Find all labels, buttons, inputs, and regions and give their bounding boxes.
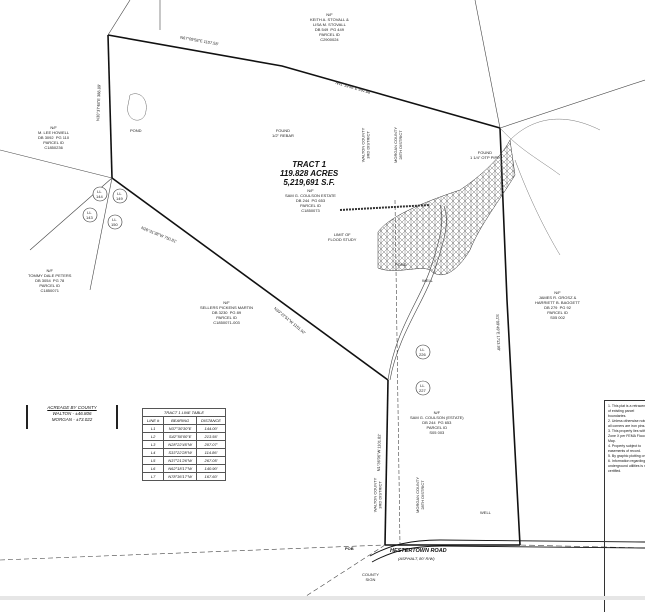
found-rebar-label: FOUND 1/2" REBAR [272, 128, 294, 138]
pob-label: POB [345, 546, 354, 551]
land-lot-label: LL 227 [419, 383, 426, 393]
cell: N37°21'26"W [163, 456, 198, 465]
cell: N28°22'45"W [163, 440, 198, 449]
tract-acres: 119.828 ACRES [280, 169, 339, 178]
flood-study-label: LIMIT OF FLOOD STUDY [328, 232, 357, 242]
cell: 144.00' [196, 424, 226, 433]
adjoiner-sellers: N/F SELLERS PICKENS MARTIN DB 3230 PG 89… [200, 300, 254, 325]
land-lot-label: LL 143 [86, 210, 93, 220]
bottom-scroll-strip [0, 596, 645, 600]
land-lot-label: LL 226 [419, 347, 426, 357]
adjoiner-stovall: N/F KEITH A. STOVALL & LISA M. STOVALL D… [310, 12, 349, 42]
cell: 167.60' [196, 472, 226, 481]
cell: L4 [141, 448, 165, 457]
well-label: WELL [480, 510, 491, 515]
land-lot-label: LL 149 [116, 191, 123, 201]
tract-owner: N/F SAM G. COULSON ESTATE DB 244 PG 653 … [285, 188, 336, 213]
adjoiner-james: N/F JAMES R. GROSZ & HARRIETT B. BAGGETT… [535, 290, 581, 320]
land-lot-label: LL 150 [111, 217, 118, 227]
acreage-row: MORGAN - ±73.022 [51, 417, 93, 422]
cell: N62°18'17"W [163, 464, 198, 473]
pond-outline [127, 93, 147, 121]
walton-county-label: WALTON COUNTY 3RD DISTRICT [372, 477, 383, 513]
adjoiner-coulson: N/F SAM G. COULSON (ESTATE) DB 244 PG 65… [410, 410, 464, 435]
road-surface: (ASPHALT, 80' R/W) [398, 556, 435, 561]
cell: 213.56' [196, 432, 226, 441]
line-table: TRACT 1 LINE TABLE LINE # BEARING DISTAN… [141, 408, 226, 481]
cell: 267.05' [196, 456, 226, 465]
cell: 140.90' [196, 464, 226, 473]
road-name: HESTERTOWN ROAD [390, 548, 447, 554]
acreage-by-county: ACREAGE BY COUNTY WALTON - ±46.806 MORGA… [26, 405, 118, 429]
tract-sqft: 5,219,691 S.F. [283, 178, 335, 187]
cell: L5 [141, 456, 165, 465]
adjoiner-lee: N/F M. LEE HOWELL DB 3092 PG 110 PARCEL … [38, 125, 70, 150]
county-sign-label: COUNTY SIGN [362, 572, 379, 582]
cell: 207.07' [196, 440, 226, 449]
tract-name: TRACT 1 [292, 160, 327, 169]
line-table-header: BEARING [163, 416, 198, 425]
cell: N78°36'17"W [163, 472, 198, 481]
cell: S33°22'28"W [163, 448, 198, 457]
cell: L2 [141, 432, 165, 441]
cell: L7 [141, 472, 165, 481]
cell: N37°30'30"E [163, 424, 198, 433]
cell: 114.86' [196, 448, 226, 457]
pond-label: POND [130, 128, 142, 133]
cell: L6 [141, 464, 165, 473]
line-table-title: TRACT 1 LINE TABLE [142, 408, 226, 417]
cell: L3 [141, 440, 165, 449]
bearing-label: N1°36'06"W 1101.82' [375, 433, 382, 472]
land-lot-label: LL 144 [96, 189, 103, 199]
morgan-county-label: MORGAN COUNTY 28TH DISTRICT [415, 477, 425, 513]
pond-label: POND [395, 262, 407, 267]
flood-zone-hatch [377, 139, 516, 275]
well-label: WELL [422, 278, 433, 283]
road-hestertown [369, 539, 645, 563]
acreage-row: WALTON - ±46.806 [52, 411, 92, 416]
creek-lines [499, 118, 601, 256]
adjoiner-tommy: N/F TOMMY DALE PETERS DB 3054 PG 78 PARC… [28, 268, 72, 293]
walton-county-label: WALTON COUNTY 3RD DISTRICT [360, 127, 371, 163]
limit-of-flood-study-line [339, 204, 431, 211]
land-lot-markers [82, 186, 431, 396]
survey-notes: 1. This plat is a retracement of existin… [604, 400, 645, 612]
cell: L1 [141, 424, 165, 433]
line-table-header: DISTANCE [196, 416, 226, 425]
acreage-title: ACREAGE BY COUNTY [47, 405, 97, 410]
line-table-header: LINE # [141, 416, 165, 425]
morgan-county-label: MORGAN COUNTY 28TH DISTRICT [393, 127, 403, 163]
found-iron-label: FOUND 1 1/4" OTP PIPE [470, 150, 500, 160]
tract-title: TRACT 1 119.828 ACRES 5,219,691 S.F. [280, 160, 338, 187]
cell: S42°50'00"E [163, 432, 198, 441]
